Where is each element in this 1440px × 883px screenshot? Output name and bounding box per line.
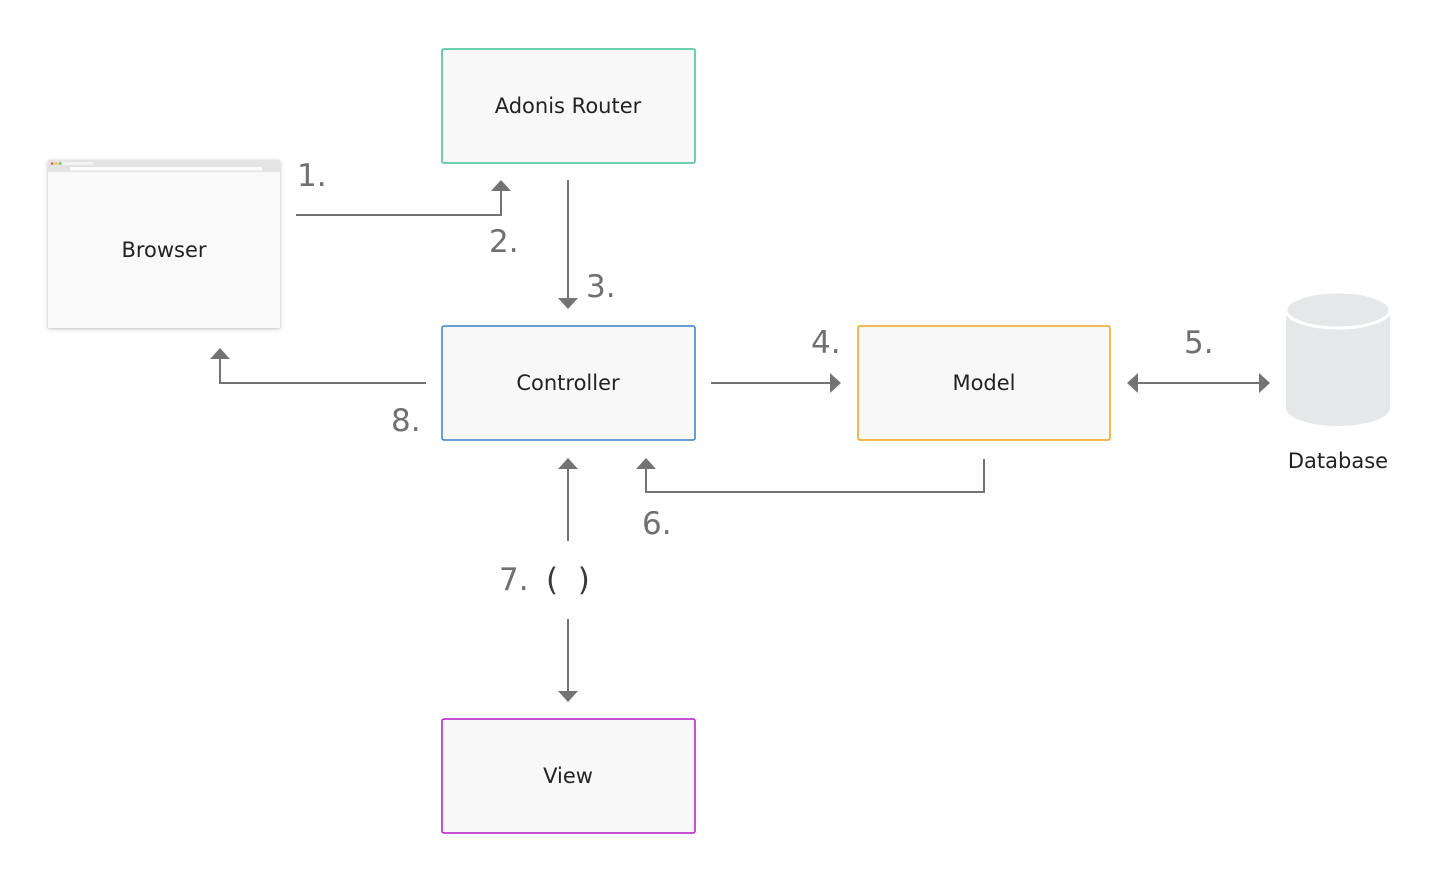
- database-cylinder-body: [1286, 310, 1390, 426]
- edge-browser-to-router-line: [296, 190, 502, 216]
- model-box: [857, 325, 1111, 441]
- edge-browser-to-router: [296, 180, 511, 216]
- edge-controller-to-browser-arrowhead: [210, 348, 230, 359]
- step-4-label: 4.: [811, 325, 841, 361]
- browser-window: [48, 160, 280, 328]
- edge-controller-to-browser: [210, 348, 426, 384]
- controller-node: Controller: [441, 325, 696, 441]
- edge-model-database-arrowhead-right: [1259, 373, 1270, 393]
- edge-model-to-controller: [636, 458, 985, 493]
- router-label: Adonis Router: [495, 94, 642, 118]
- database-node: Database: [1284, 290, 1392, 473]
- browser-tab: [63, 162, 93, 165]
- edge-browser-to-router-arrowhead: [491, 180, 511, 191]
- step-6-label: 6.: [642, 506, 672, 542]
- database-cylinder-top: [1284, 290, 1392, 330]
- controller-box: [441, 325, 696, 441]
- view-node: View: [441, 718, 696, 834]
- edge-controller-to-model-arrowhead: [830, 373, 841, 393]
- edge-controller-view: [558, 458, 578, 702]
- step-5-label: 5.: [1184, 325, 1214, 361]
- edge-model-to-controller-line: [645, 459, 985, 493]
- browser-maximize-dot-icon: [58, 162, 62, 165]
- router-box: [441, 48, 696, 164]
- step-7-parentheses: ( ): [546, 562, 590, 598]
- edge-model-database-arrowhead-left: [1127, 373, 1138, 393]
- edge-controller-to-browser-line: [219, 358, 426, 384]
- edge-controller-to-model: [711, 373, 841, 393]
- browser-label: Browser: [121, 238, 206, 262]
- browser-minimize-dot-icon: [54, 162, 58, 165]
- view-box: [441, 718, 696, 834]
- step-3-label: 3.: [586, 269, 616, 305]
- browser-close-dot-icon: [50, 162, 54, 165]
- edge-router-to-controller: [558, 180, 578, 309]
- edge-view-to-controller-arrowhead: [558, 458, 578, 469]
- edge-router-to-controller-arrowhead: [558, 298, 578, 309]
- browser-node: Browser: [48, 160, 280, 328]
- edge-controller-to-view-arrowhead: [558, 691, 578, 702]
- database-label: Database: [1288, 449, 1388, 473]
- controller-label: Controller: [516, 371, 620, 395]
- step-8-label: 8.: [391, 403, 421, 439]
- model-label: Model: [952, 371, 1015, 395]
- step-7-label: 7.: [499, 562, 529, 598]
- edge-model-database: [1127, 373, 1270, 393]
- edge-model-to-controller-arrowhead: [636, 458, 656, 469]
- step-1-label: 1.: [297, 158, 327, 194]
- step-2-label: 2.: [489, 224, 519, 260]
- browser-address-bar: [70, 167, 262, 171]
- router-node: Adonis Router: [441, 48, 696, 164]
- model-node: Model: [857, 325, 1111, 441]
- view-label: View: [543, 764, 593, 788]
